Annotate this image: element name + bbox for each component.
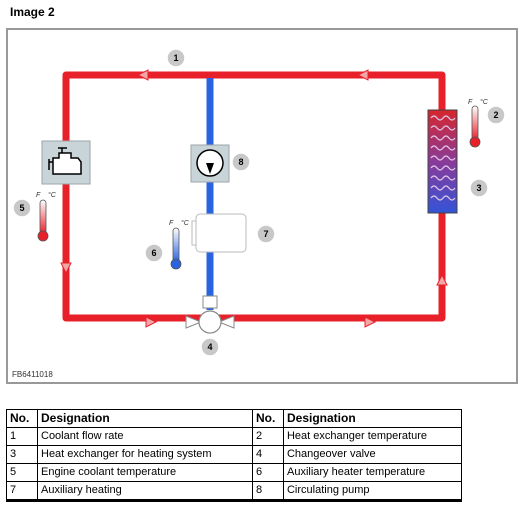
table-header-row: No. Designation No. Designation bbox=[6, 409, 463, 428]
designation-table: No. Designation No. Designation 1 Coolan… bbox=[6, 409, 463, 502]
callout-7: 7 bbox=[263, 229, 268, 239]
callout-2: 2 bbox=[493, 110, 498, 120]
callout-3: 3 bbox=[476, 183, 481, 193]
flow-arrow-top-left bbox=[136, 69, 149, 81]
column-header: No. bbox=[6, 409, 38, 428]
callout-bubble bbox=[144, 243, 164, 263]
flow-arrow-left bbox=[60, 262, 72, 275]
thermometer-scale-c: °C bbox=[181, 219, 190, 227]
table-cell: 3 bbox=[6, 445, 38, 464]
engine-icon bbox=[41, 140, 91, 185]
table-row: 3 Heat exchanger for heating system 4 Ch… bbox=[6, 445, 463, 464]
heat-exchanger-icon bbox=[427, 109, 458, 214]
thermometer-icon-aux-heater bbox=[170, 227, 182, 270]
callout-8: 8 bbox=[238, 157, 243, 167]
table-cell: Heat exchanger temperature bbox=[282, 427, 463, 446]
table-row: 7 Auxiliary heating 8 Circulating pump bbox=[6, 481, 463, 502]
thermometer-scale-f: F bbox=[468, 99, 473, 106]
coolant-circuit-diagram: F °C F °C F °C 1 2 3 4 5 6 7 8 bbox=[6, 28, 518, 384]
table-cell: Changeover valve bbox=[282, 445, 463, 464]
column-header: No. bbox=[251, 409, 284, 428]
thermometer-scale-c: °C bbox=[480, 98, 489, 106]
thermometer-icon-engine bbox=[37, 199, 49, 242]
flow-arrow-top-right bbox=[356, 69, 369, 81]
thermometer-scale-f: F bbox=[36, 192, 41, 199]
callout-5: 5 bbox=[19, 203, 24, 213]
table-cell: 8 bbox=[251, 481, 284, 502]
table-cell: Coolant flow rate bbox=[37, 427, 253, 446]
column-header: Designation bbox=[282, 409, 463, 428]
callout-bubble bbox=[469, 178, 489, 198]
table-cell: Heat exchanger for heating system bbox=[37, 445, 253, 464]
table-cell: 5 bbox=[6, 463, 38, 482]
table-row: 1 Coolant flow rate 2 Heat exchanger tem… bbox=[6, 427, 463, 446]
table-row: 5 Engine coolant temperature 6 Auxiliary… bbox=[6, 463, 463, 482]
thermometer-icon-heat-exchanger bbox=[469, 105, 481, 148]
changeover-valve-icon bbox=[185, 295, 235, 334]
flow-arrow-bottom-right bbox=[364, 316, 377, 328]
flow-arrow-right bbox=[436, 273, 448, 286]
flow-arrow-bottom-left bbox=[145, 316, 158, 328]
callout-bubble bbox=[200, 337, 220, 357]
table-cell: Auxiliary heating bbox=[37, 481, 253, 502]
table-cell: 6 bbox=[251, 463, 284, 482]
auxiliary-heater-icon bbox=[191, 213, 247, 253]
table-cell: Engine coolant temperature bbox=[37, 463, 253, 482]
thermometer-scale-c: °C bbox=[48, 191, 57, 199]
table-cell: 1 bbox=[6, 427, 38, 446]
callout-1: 1 bbox=[173, 53, 178, 63]
callout-bubble bbox=[231, 152, 251, 172]
callout-bubble bbox=[166, 48, 186, 68]
callout-bubble bbox=[486, 105, 506, 125]
table-cell: 4 bbox=[251, 445, 284, 464]
table-cell: 7 bbox=[6, 481, 38, 502]
table-cell: Circulating pump bbox=[282, 481, 463, 502]
callout-4: 4 bbox=[207, 342, 212, 352]
callout-bubble bbox=[256, 224, 276, 244]
callout-6: 6 bbox=[151, 248, 156, 258]
circulating-pump-icon bbox=[190, 144, 230, 183]
page-title: Image 2 bbox=[10, 5, 55, 19]
callout-bubble bbox=[12, 198, 32, 218]
table-cell: Auxiliary heater temperature bbox=[282, 463, 463, 482]
thermometer-scale-f: F bbox=[169, 220, 174, 227]
figure-reference: FB6411018 bbox=[12, 370, 53, 379]
table-cell: 2 bbox=[251, 427, 284, 446]
column-header: Designation bbox=[37, 409, 253, 428]
